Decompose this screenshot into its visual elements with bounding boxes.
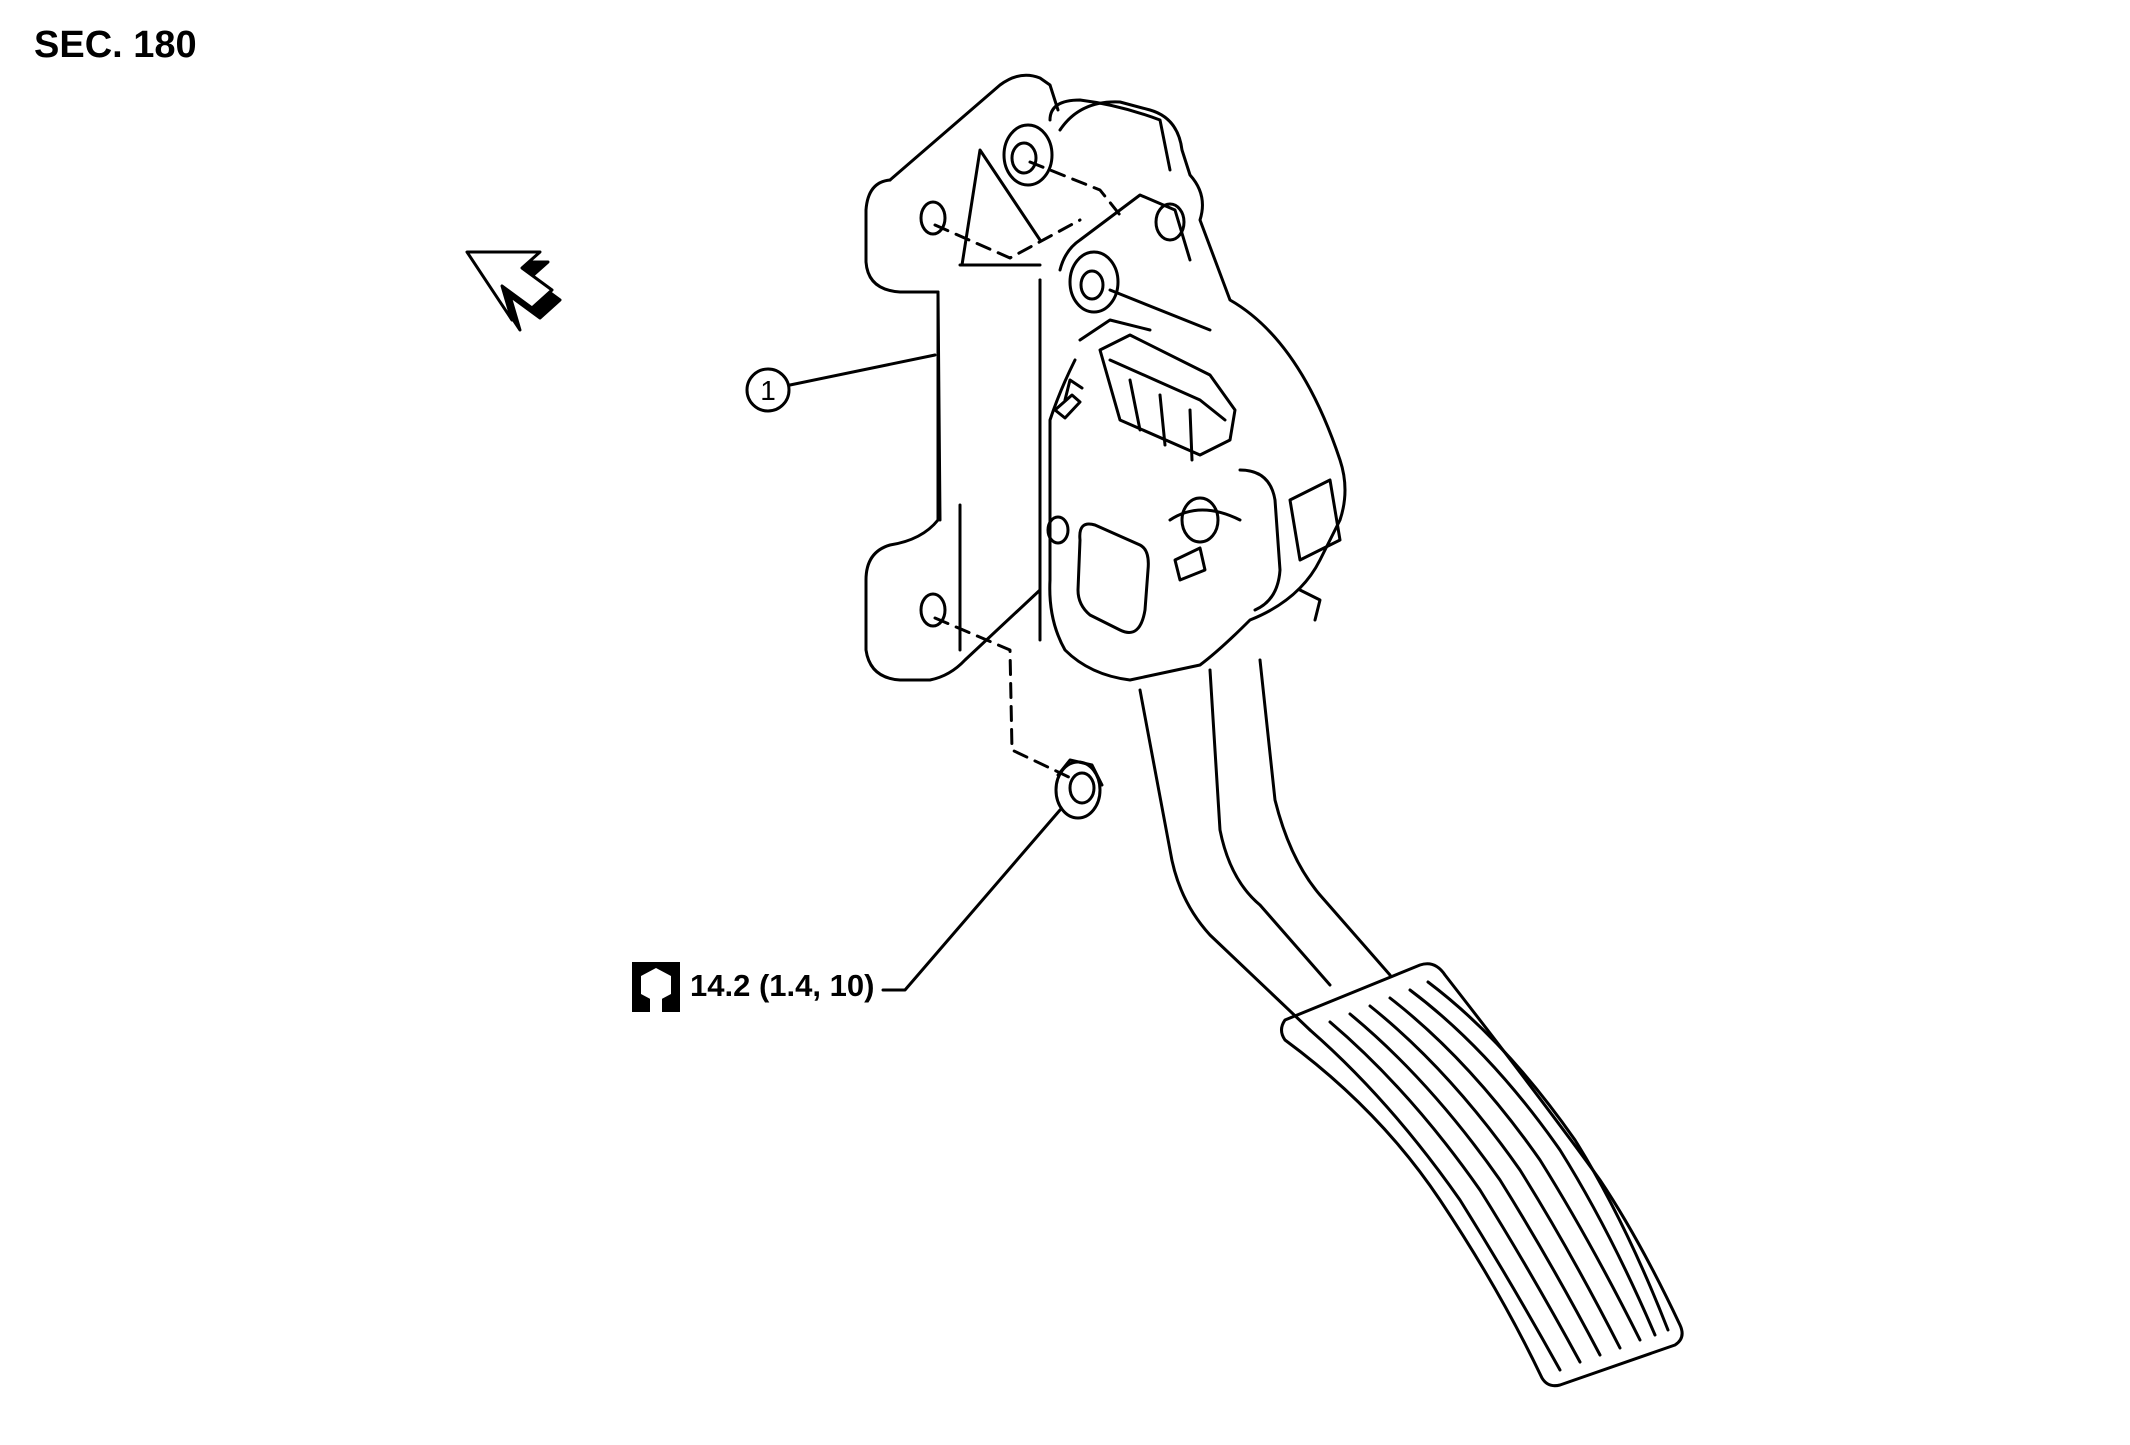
callout-1-number: 1 (760, 375, 776, 406)
mounting-bracket (864, 73, 1060, 682)
assembly-guide-lines (933, 160, 1122, 782)
pedal-housing (1046, 100, 1347, 682)
mounting-nut (1054, 758, 1104, 820)
upper-mount-boss (1002, 98, 1172, 187)
connector (1098, 333, 1237, 457)
front-direction-arrow-icon (465, 250, 562, 332)
callout-1: 1 (745, 367, 791, 413)
torque-wrench-icon (632, 962, 680, 1012)
pedal-pad (1280, 962, 1684, 1388)
section-label: SEC. 180 (34, 24, 197, 66)
torque-spec: 14.2 (1.4, 10) (690, 968, 875, 1003)
torque-leader-line (881, 808, 1062, 992)
callout-1-leader (788, 353, 937, 387)
pedal-arm (1138, 658, 1392, 1032)
